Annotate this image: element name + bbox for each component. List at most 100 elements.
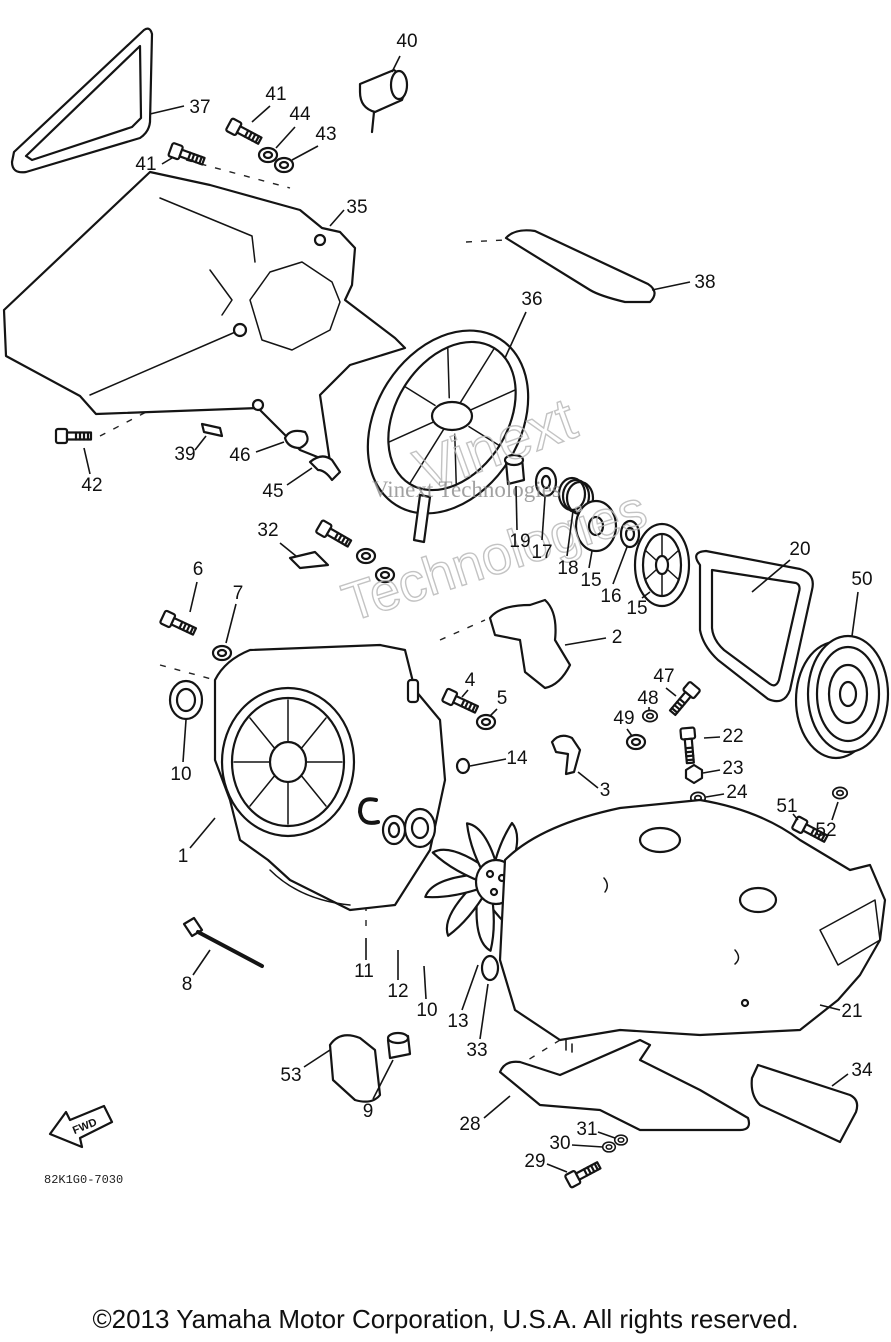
callout-33: 33 bbox=[466, 983, 489, 1061]
callout-39: 39 bbox=[174, 435, 207, 465]
part-53-plate bbox=[328, 1034, 382, 1103]
callout-7: 7 bbox=[225, 583, 244, 644]
callout-46: 46 bbox=[229, 441, 285, 466]
callout-label: 11 bbox=[354, 961, 374, 982]
leader-line bbox=[577, 771, 599, 789]
hint-line bbox=[519, 1039, 561, 1066]
callout-label: 16 bbox=[600, 586, 621, 607]
part-38-cover-plate bbox=[504, 229, 656, 304]
part-42-bolt bbox=[54, 427, 93, 445]
leader-line bbox=[792, 813, 799, 821]
callout-13: 13 bbox=[447, 964, 479, 1032]
part-49-washer bbox=[625, 733, 647, 751]
callout-label: 19 bbox=[509, 531, 530, 552]
part-6-bolt bbox=[158, 609, 199, 639]
part-22-bolt bbox=[679, 726, 699, 765]
callout-label: 49 bbox=[613, 708, 634, 729]
leader-line bbox=[149, 105, 185, 115]
callout-2: 2 bbox=[564, 627, 623, 648]
callout-label: 32 bbox=[257, 520, 278, 541]
callout-40: 40 bbox=[391, 31, 418, 73]
callout-label: 34 bbox=[851, 1060, 873, 1081]
callout-9: 9 bbox=[363, 1059, 394, 1122]
part-37-seal bbox=[10, 27, 154, 174]
part-44-washer bbox=[257, 146, 279, 164]
callout-label: 38 bbox=[694, 272, 715, 293]
leader-line bbox=[251, 105, 271, 123]
callout-label: 41 bbox=[135, 154, 156, 175]
callout-15-a: 15 bbox=[580, 550, 602, 591]
leader-line bbox=[515, 485, 518, 531]
part-9-bushing bbox=[386, 1031, 412, 1060]
callout-42: 42 bbox=[81, 447, 103, 496]
part-30-washer bbox=[601, 1141, 617, 1153]
hint-line bbox=[159, 664, 216, 681]
part-4-bolt bbox=[440, 687, 481, 717]
callout-41-b: 41 bbox=[135, 154, 173, 175]
exploded-parts-diagram: FWD Vinext Technologies Vinext Technolog… bbox=[2, 27, 890, 1190]
leader-line bbox=[286, 467, 313, 486]
callout-10-a: 10 bbox=[170, 719, 192, 785]
callout-label: 7 bbox=[233, 583, 244, 604]
callout-23: 23 bbox=[702, 758, 744, 779]
part-8-long-bolt bbox=[182, 916, 264, 968]
part-17-washer bbox=[534, 466, 558, 498]
callouts: 40 37 41 44 43 41 35 38 36 42 39 46 45 3… bbox=[81, 31, 873, 1173]
part-18-spring bbox=[557, 476, 595, 516]
leader-line bbox=[702, 769, 721, 774]
callout-8: 8 bbox=[182, 949, 211, 995]
callout-48: 48 bbox=[637, 688, 659, 710]
part-14-plug bbox=[455, 757, 471, 775]
part-31-washer bbox=[613, 1134, 629, 1146]
watermark-text: Vinext Technologies bbox=[372, 477, 561, 502]
part-40-cap bbox=[358, 68, 409, 134]
leader-line bbox=[479, 983, 489, 1040]
leader-line bbox=[192, 949, 211, 976]
drawing-code: 82K1G0-7030 bbox=[44, 1173, 123, 1187]
callout-label: 43 bbox=[315, 124, 336, 145]
leader-line bbox=[566, 510, 574, 557]
leader-line bbox=[329, 209, 345, 227]
callout-label: 2 bbox=[612, 627, 623, 648]
callout-17: 17 bbox=[531, 496, 553, 563]
callout-4: 4 bbox=[461, 670, 476, 698]
part-16-washer bbox=[619, 519, 641, 549]
callout-14: 14 bbox=[469, 748, 528, 769]
leader-line bbox=[851, 591, 859, 637]
hint-line bbox=[99, 409, 151, 437]
leader-line bbox=[189, 581, 198, 613]
leader-line bbox=[651, 281, 691, 291]
leader-line bbox=[461, 689, 469, 698]
copyright-footer: ©2013 Yamaha Motor Corporation, U.S.A. A… bbox=[92, 1304, 799, 1334]
callout-label: 10 bbox=[416, 1000, 437, 1021]
callout-label: 35 bbox=[346, 197, 367, 218]
part-15-pulley bbox=[633, 522, 691, 608]
leader-line bbox=[751, 559, 791, 593]
hint-line bbox=[185, 159, 291, 189]
part-28-bracket bbox=[498, 1038, 751, 1132]
leader-line bbox=[626, 728, 633, 737]
callout-label: 18 bbox=[557, 558, 578, 579]
leader-line bbox=[255, 441, 285, 453]
part-35-air-shroud bbox=[2, 170, 407, 464]
callout-label: 41 bbox=[265, 84, 286, 105]
part-1-fan-housing bbox=[213, 643, 447, 912]
callout-label: 20 bbox=[789, 539, 810, 560]
callout-label: 36 bbox=[521, 289, 542, 310]
callout-34: 34 bbox=[831, 1060, 873, 1087]
leader-line bbox=[182, 719, 187, 763]
leader-line bbox=[225, 603, 237, 644]
callout-47: 47 bbox=[653, 666, 677, 697]
watermark-word: Technologies bbox=[335, 479, 653, 633]
callout-1: 1 bbox=[178, 817, 216, 867]
leader-line bbox=[275, 126, 296, 149]
leader-line bbox=[161, 157, 173, 165]
callout-label: 13 bbox=[447, 1011, 468, 1032]
part-26-washer bbox=[355, 547, 377, 565]
part-39-key bbox=[200, 422, 224, 438]
callout-label: 15 bbox=[626, 598, 647, 619]
part-29-bolt bbox=[563, 1158, 604, 1190]
part-33-washer bbox=[480, 954, 500, 982]
part-46-pad bbox=[283, 429, 309, 450]
callout-label: 8 bbox=[182, 974, 193, 995]
